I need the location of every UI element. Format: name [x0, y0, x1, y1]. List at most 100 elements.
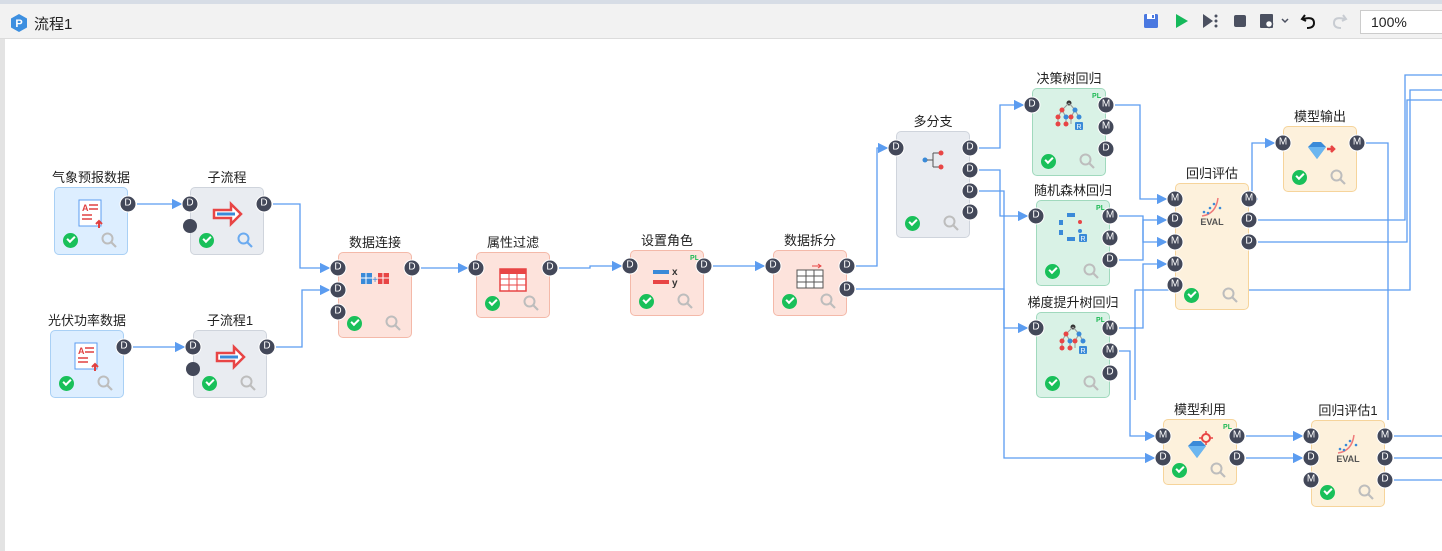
preview-magnifier-icon[interactable] — [820, 293, 836, 309]
output-port-D[interactable]: D — [258, 338, 276, 356]
output-port-D[interactable]: D — [119, 195, 137, 213]
output-port-M[interactable]: M — [1101, 342, 1119, 360]
branch-icon — [922, 150, 944, 170]
output-port-M[interactable]: M — [1348, 134, 1366, 152]
output-port-M[interactable]: M — [1097, 96, 1115, 114]
input-port-M[interactable]: M — [1302, 471, 1320, 489]
node-branch[interactable] — [896, 131, 970, 238]
stop-icon[interactable] — [1229, 10, 1251, 32]
input-port-M[interactable]: M — [1166, 276, 1184, 294]
preview-magnifier-icon[interactable] — [523, 295, 539, 311]
redo-icon[interactable] — [1328, 10, 1350, 32]
input-port-D[interactable]: D — [329, 281, 347, 299]
output-port-D[interactable]: D — [838, 280, 856, 298]
input-port-D[interactable]: D — [1166, 211, 1184, 229]
preview-magnifier-icon[interactable] — [1079, 153, 1095, 169]
zoom-input[interactable]: 100% — [1360, 10, 1442, 34]
control-port[interactable] — [186, 362, 200, 376]
node-sub1[interactable] — [193, 330, 267, 398]
input-port-D[interactable]: D — [467, 259, 485, 277]
node-eval1[interactable]: EVAL — [1311, 420, 1385, 507]
node-filter[interactable] — [476, 252, 550, 318]
input-port-D[interactable]: D — [621, 257, 639, 275]
output-port-D[interactable]: D — [961, 203, 979, 221]
output-port-D[interactable]: D — [695, 257, 713, 275]
output-port-M[interactable]: M — [1240, 190, 1258, 208]
output-port-D[interactable]: D — [541, 259, 559, 277]
output-port-M[interactable]: M — [1101, 207, 1119, 225]
node-sub[interactable] — [190, 187, 264, 255]
output-port-D[interactable]: D — [1228, 449, 1246, 467]
node-weather[interactable]: A — [54, 187, 128, 255]
output-port-D[interactable]: D — [961, 161, 979, 179]
input-port-M[interactable]: M — [1166, 255, 1184, 273]
input-port-D[interactable]: D — [887, 139, 905, 157]
preview-magnifier-icon[interactable] — [677, 293, 693, 309]
preview-magnifier-icon[interactable] — [1083, 263, 1099, 279]
node-eval[interactable]: EVAL — [1175, 183, 1249, 310]
output-port-D[interactable]: D — [838, 257, 856, 275]
preview-magnifier-icon[interactable] — [943, 215, 959, 231]
node-split[interactable] — [773, 250, 847, 316]
save-icon[interactable] — [1140, 10, 1162, 32]
output-port-D[interactable]: D — [1101, 364, 1119, 382]
run-icon[interactable] — [1170, 10, 1192, 32]
output-port-D[interactable]: D — [1376, 471, 1394, 489]
input-port-D[interactable]: D — [1154, 449, 1172, 467]
input-port-D[interactable]: D — [329, 303, 347, 321]
input-port-D[interactable]: D — [764, 257, 782, 275]
output-port-M[interactable]: M — [1376, 427, 1394, 445]
output-port-D[interactable]: D — [403, 259, 421, 277]
control-port[interactable] — [183, 219, 197, 233]
input-port-D[interactable]: D — [184, 338, 202, 356]
input-port-D[interactable]: D — [1027, 207, 1045, 225]
svg-text:y: y — [672, 278, 678, 289]
output-port-D[interactable]: D — [961, 139, 979, 157]
preview-magnifier-icon[interactable] — [97, 375, 113, 391]
preview-magnifier-icon[interactable] — [385, 315, 401, 331]
preview-magnifier-icon[interactable] — [1083, 375, 1099, 391]
output-port-D[interactable]: D — [1376, 449, 1394, 467]
step-run-icon[interactable] — [1199, 10, 1221, 32]
preview-magnifier-icon[interactable] — [1222, 287, 1238, 303]
output-port-M[interactable]: M — [1228, 427, 1246, 445]
preview-magnifier-icon[interactable] — [237, 232, 253, 248]
input-port-M[interactable]: M — [1302, 427, 1320, 445]
node-join[interactable]: + — [338, 252, 412, 338]
input-port-D[interactable]: D — [1302, 449, 1320, 467]
preview-magnifier-icon[interactable] — [1330, 169, 1346, 185]
output-port-D[interactable]: D — [115, 338, 133, 356]
edge — [559, 260, 623, 272]
node-pv[interactable]: A — [50, 330, 124, 398]
input-port-M[interactable]: M — [1274, 134, 1292, 152]
output-port-D[interactable]: D — [255, 195, 273, 213]
output-port-D[interactable]: D — [1240, 211, 1258, 229]
node-out[interactable] — [1283, 126, 1357, 192]
node-apply[interactable]: PL — [1163, 419, 1237, 485]
input-port-D[interactable]: D — [1027, 319, 1045, 337]
undo-icon[interactable] — [1298, 10, 1320, 32]
output-port-D[interactable]: D — [1097, 140, 1115, 158]
preview-magnifier-icon[interactable] — [101, 232, 117, 248]
output-port-M[interactable]: M — [1101, 319, 1119, 337]
input-port-D[interactable]: D — [181, 195, 199, 213]
output-port-D[interactable]: D — [1101, 251, 1119, 269]
input-port-M[interactable]: M — [1154, 427, 1172, 445]
input-port-M[interactable]: M — [1166, 190, 1184, 208]
preview-magnifier-icon[interactable] — [240, 375, 256, 391]
input-port-D[interactable]: D — [1023, 96, 1041, 114]
preview-magnifier-icon[interactable] — [1210, 462, 1226, 478]
output-port-D[interactable]: D — [961, 182, 979, 200]
input-port-M[interactable]: M — [1166, 233, 1184, 251]
input-port-D[interactable]: D — [329, 259, 347, 277]
output-port-D[interactable]: D — [1240, 233, 1258, 251]
output-port-M[interactable]: M — [1101, 229, 1119, 247]
view-icon[interactable] — [1257, 10, 1293, 32]
preview-magnifier-icon[interactable] — [1358, 484, 1374, 500]
output-port-M[interactable]: M — [1097, 118, 1115, 136]
